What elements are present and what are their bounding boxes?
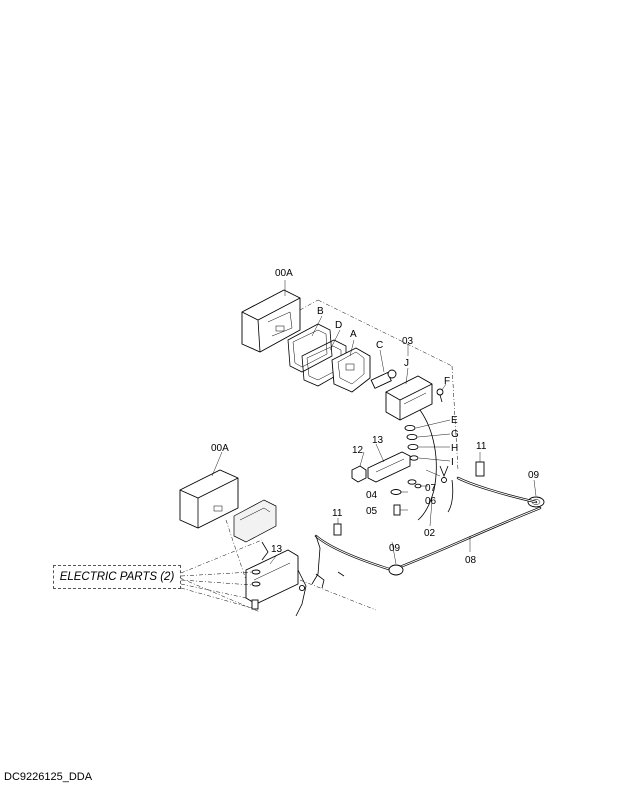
callout-e: E (451, 415, 458, 426)
washers-04-05-06 (390, 479, 422, 516)
callout-03: 03 (402, 336, 414, 347)
lamp-lens-left (233, 499, 277, 543)
callout-g: G (451, 429, 459, 440)
terminal-07 (439, 465, 449, 483)
callout-00a-top: 00A (275, 268, 293, 279)
callout-11-mid: 11 (332, 508, 343, 519)
callout-08: 08 (465, 555, 477, 566)
lamp-housing-00a-left (179, 469, 239, 529)
callout-c: C (376, 340, 383, 351)
callout-labels: 00A B D A C 03 J F E G H I 13 12 11 09 0… (211, 268, 540, 566)
wire-harness (311, 409, 542, 585)
hardware-stack-e-i (404, 424, 419, 461)
bracket-13-upper (367, 451, 411, 483)
lamp-assembly-left (179, 469, 377, 617)
nut-12 (351, 465, 367, 483)
callout-f: F (444, 376, 450, 387)
lower-hardware (251, 541, 345, 610)
assembly-guide-lines (299, 299, 459, 471)
callout-i: I (451, 457, 454, 468)
callout-h: H (451, 443, 458, 454)
clip-11-right (475, 461, 485, 477)
lower-guide-lines (179, 519, 377, 613)
callout-b: B (317, 306, 324, 317)
screw-f (436, 388, 444, 403)
callout-d: D (335, 320, 342, 331)
reference-leaders (180, 539, 263, 609)
callout-12: 12 (352, 445, 364, 456)
callout-05: 05 (366, 506, 378, 517)
callout-a: A (350, 329, 357, 340)
callout-04: 04 (366, 490, 378, 501)
lamp-body-03 (385, 375, 433, 421)
lamp-reflector-a (331, 347, 371, 393)
lamp-bulb-c (370, 369, 397, 389)
lamp-housing-00a-top (241, 289, 301, 353)
harness-08-outer (314, 506, 542, 572)
harness-08-inner (315, 507, 541, 571)
callout-j: J (404, 358, 409, 369)
callout-02: 02 (424, 528, 436, 539)
harness-loop-outer (456, 476, 538, 504)
drawing-code: DC9226125_DDA (4, 771, 93, 783)
bracket-13-lower (245, 549, 307, 617)
callout-09-right: 09 (528, 470, 540, 481)
electric-parts-reference-label: ELECTRIC PARTS (2) (59, 571, 175, 583)
grommet-09-mid (388, 564, 404, 576)
callout-leaders (211, 280, 537, 565)
callout-11-right: 11 (476, 441, 487, 452)
callout-13-upper: 13 (372, 435, 384, 446)
callout-07: 07 (425, 483, 437, 494)
callout-09-mid: 09 (389, 543, 401, 554)
callout-00a-left: 00A (211, 443, 229, 454)
callout-06: 06 (425, 496, 437, 507)
harness-02 (417, 409, 437, 521)
clip-11-mid (333, 523, 342, 536)
harness-loop-inner (457, 477, 537, 503)
electric-parts-reference[interactable]: ELECTRIC PARTS (2) (53, 565, 181, 589)
lamp-assembly-top (241, 289, 545, 516)
callout-13-lower: 13 (271, 544, 283, 555)
